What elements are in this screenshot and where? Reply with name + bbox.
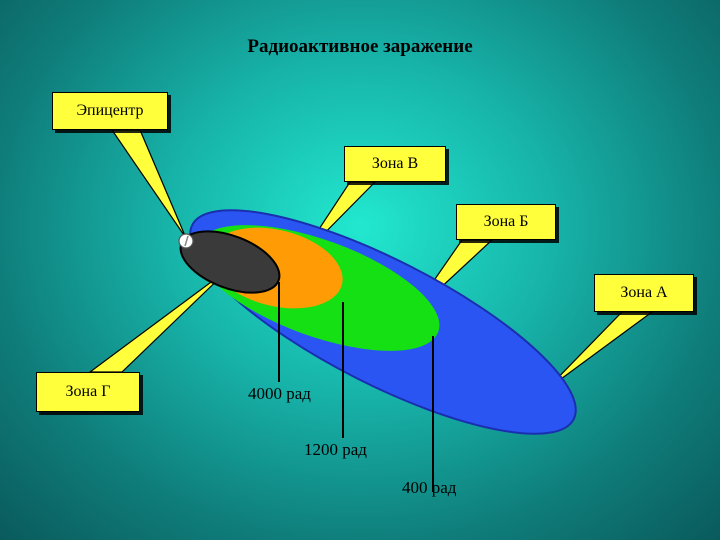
zone-b-label: Зона Б (456, 204, 556, 240)
dose-400-label: 400 рад (402, 478, 456, 498)
zone-g-pointer (90, 268, 230, 372)
zone-v-label: Зона В (344, 146, 446, 182)
zone-g-label: Зона Г (36, 372, 140, 412)
dose-1200-label: 1200 рад (304, 440, 367, 460)
epicenter-pointer (112, 130, 186, 238)
dose-4000-label: 4000 рад (248, 384, 311, 404)
zone-a-label: Зона А (594, 274, 694, 312)
epicenter-label: Эпицентр (52, 92, 168, 130)
